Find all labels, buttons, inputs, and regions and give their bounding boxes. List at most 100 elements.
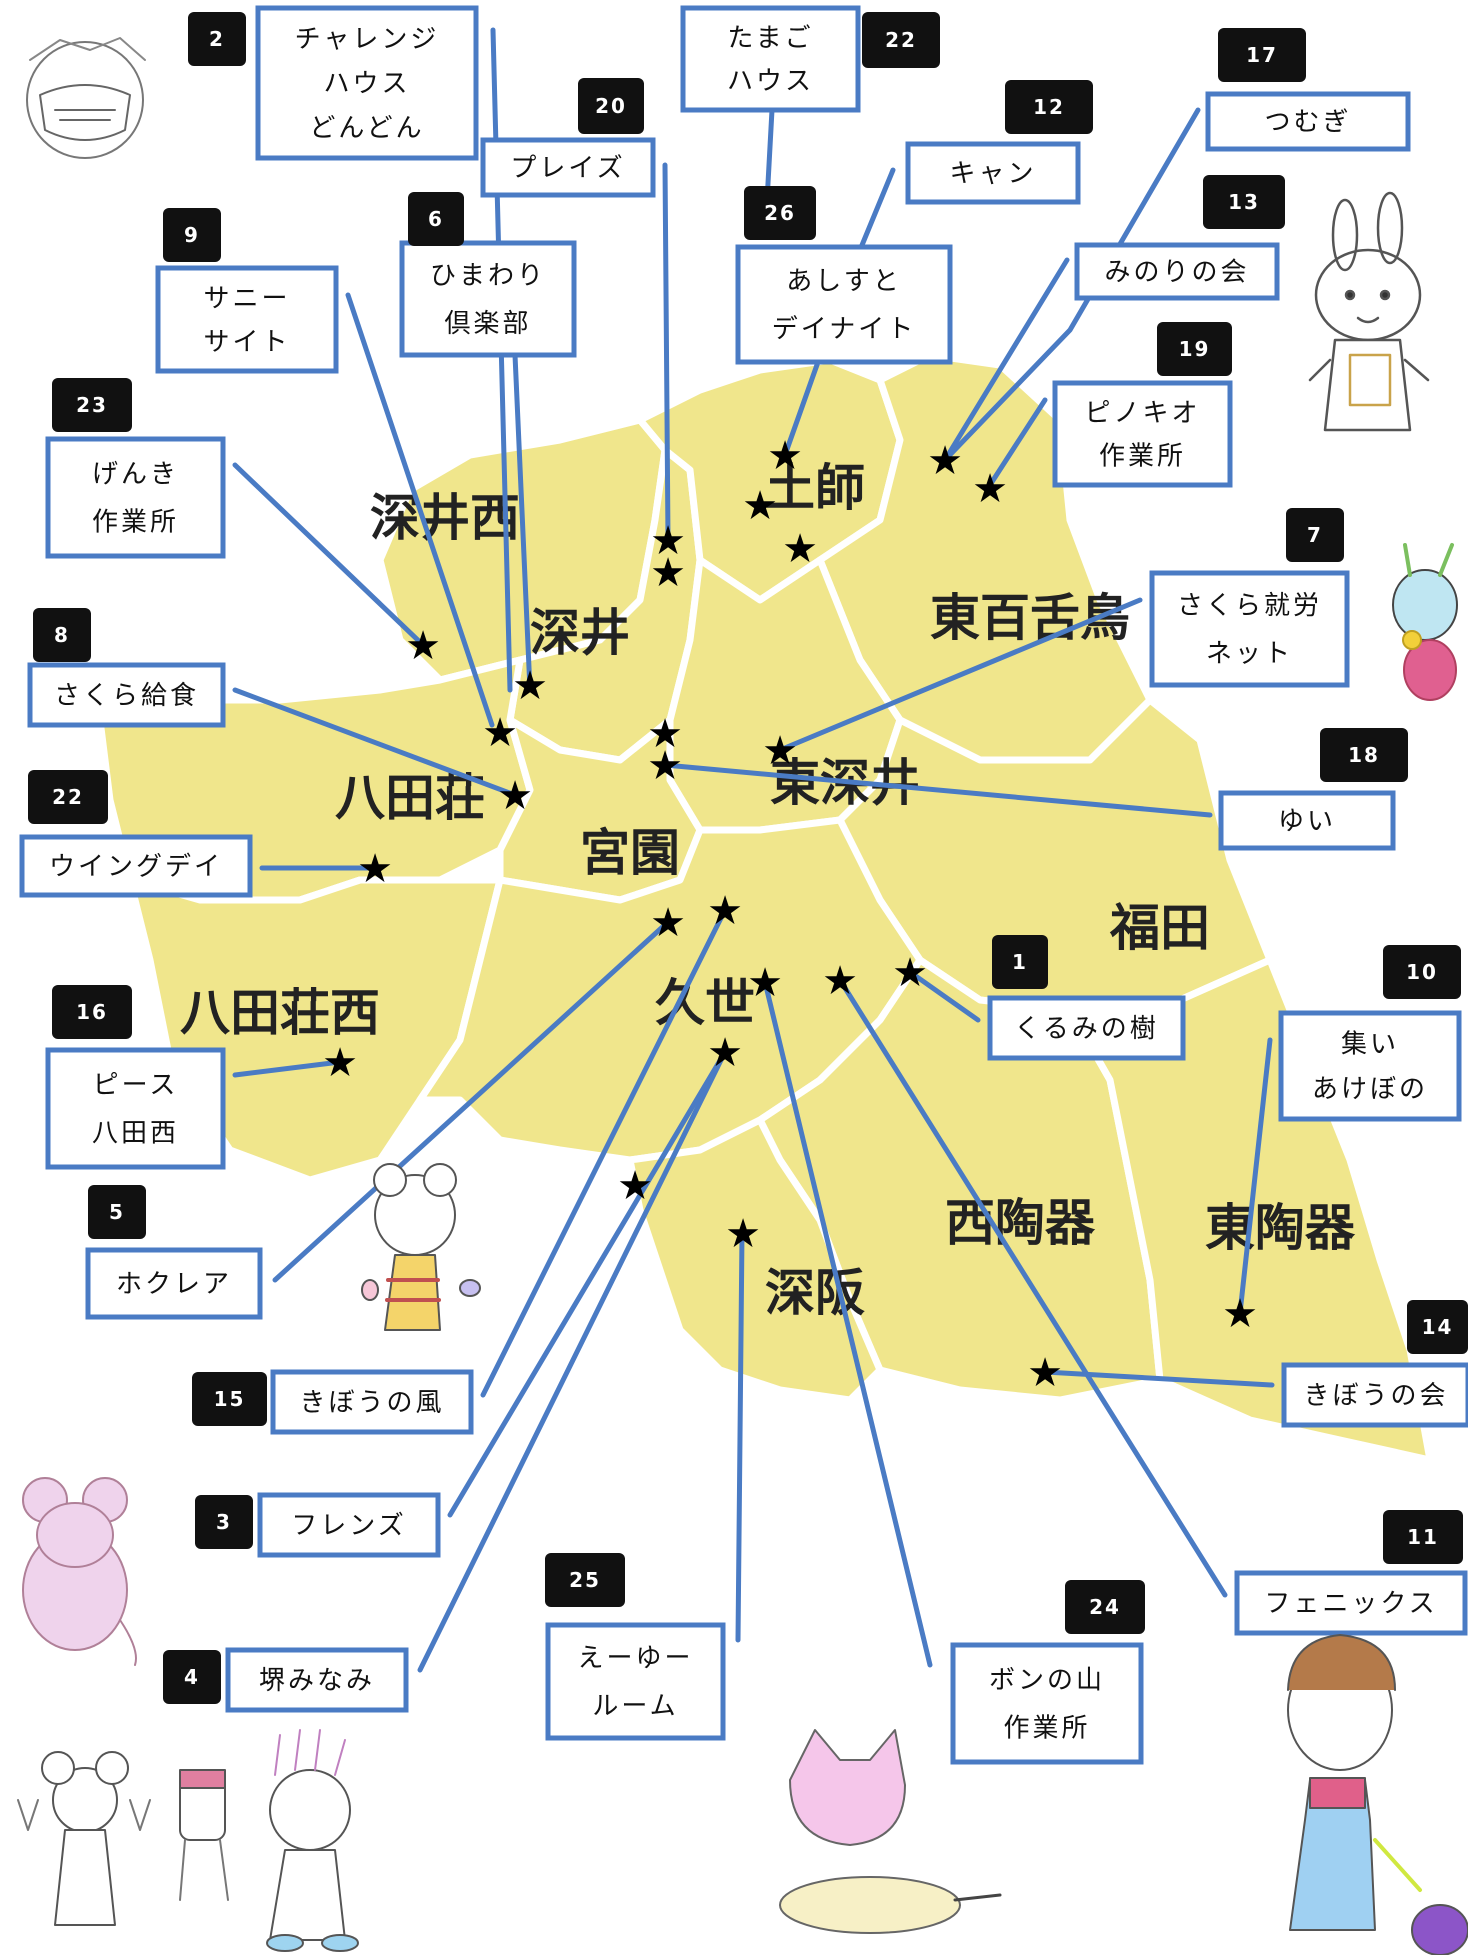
facility-box[interactable] bbox=[480, 137, 656, 198]
star-icon[interactable]: ★ bbox=[782, 526, 818, 572]
facility-name-line: 作業所 bbox=[92, 508, 179, 538]
facility-number: 10 bbox=[1406, 960, 1438, 984]
facility-box[interactable] bbox=[45, 436, 226, 559]
facility-number: 22 bbox=[52, 785, 84, 809]
facility-box[interactable] bbox=[257, 1492, 441, 1558]
facility-number: 8 bbox=[54, 623, 70, 647]
star-icon[interactable]: ★ bbox=[357, 846, 393, 892]
facility-box[interactable] bbox=[1278, 1010, 1462, 1122]
star-icon[interactable]: ★ bbox=[725, 1211, 761, 1257]
facility-box[interactable] bbox=[27, 662, 226, 728]
star-icon[interactable]: ★ bbox=[742, 483, 778, 529]
facility-box[interactable] bbox=[155, 265, 339, 374]
star-icon[interactable]: ★ bbox=[322, 1040, 358, 1086]
leader-line-f14 bbox=[1042, 1369, 1275, 1388]
star-icon[interactable]: ★ bbox=[497, 773, 533, 819]
facility-number-badge bbox=[192, 1372, 267, 1426]
star-icon[interactable]: ★ bbox=[405, 623, 441, 669]
star-icon[interactable]: ★ bbox=[707, 888, 743, 934]
star-icon[interactable]: ★ bbox=[650, 518, 686, 564]
facility-box[interactable] bbox=[255, 5, 479, 161]
facility-box[interactable] bbox=[1281, 1362, 1468, 1428]
facility-number-badge bbox=[1383, 945, 1461, 999]
star-icon[interactable]: ★ bbox=[650, 900, 686, 946]
star-icon[interactable]: ★ bbox=[650, 550, 686, 596]
star-icon[interactable]: ★ bbox=[647, 711, 683, 757]
facility-box[interactable] bbox=[987, 995, 1186, 1061]
facility-box[interactable] bbox=[19, 834, 253, 898]
star-icon[interactable]: ★ bbox=[972, 466, 1008, 512]
district-label-dosi: 土師 bbox=[765, 459, 865, 517]
star-icon[interactable]: ★ bbox=[927, 438, 963, 484]
facility-number: 1 bbox=[1012, 950, 1028, 974]
star-icon[interactable]: ★ bbox=[747, 960, 783, 1006]
star-icon[interactable]: ★ bbox=[707, 1030, 743, 1076]
star-icon[interactable]: ★ bbox=[1027, 1350, 1063, 1396]
facility-box[interactable] bbox=[1149, 570, 1350, 688]
facility-number-badge bbox=[1218, 28, 1306, 82]
star-icon[interactable]: ★ bbox=[617, 1163, 653, 1209]
facility-number-badge bbox=[1005, 80, 1093, 134]
district-label-higashi-toki: 東陶器 bbox=[1205, 1199, 1356, 1257]
facility-box[interactable] bbox=[399, 240, 577, 358]
facility-name-line: プレイズ bbox=[510, 154, 625, 184]
doodle-rabbit-top-right bbox=[1308, 191, 1430, 432]
facility-box[interactable] bbox=[905, 141, 1081, 205]
facility-name-line: あけぼの bbox=[1312, 1075, 1428, 1105]
facility-box[interactable] bbox=[225, 1647, 409, 1713]
star-icon[interactable]: ★ bbox=[1222, 1291, 1258, 1337]
facility-box[interactable] bbox=[1205, 91, 1411, 152]
district-label-fukai-nishi: 深井西 bbox=[370, 489, 520, 547]
facility-box[interactable] bbox=[1074, 242, 1280, 301]
facility-box[interactable] bbox=[85, 1247, 263, 1320]
star-icon[interactable]: ★ bbox=[482, 710, 518, 756]
star-icon[interactable]: ★ bbox=[767, 433, 803, 479]
facility-box[interactable] bbox=[1234, 1570, 1468, 1636]
facility-number-badge bbox=[1320, 728, 1408, 782]
star-icon[interactable]: ★ bbox=[822, 958, 858, 1004]
star-icon[interactable]: ★ bbox=[512, 663, 548, 709]
facility-box[interactable] bbox=[735, 244, 953, 365]
facility-box[interactable] bbox=[680, 5, 861, 113]
facility-box[interactable] bbox=[950, 1642, 1144, 1765]
star-icon[interactable]: ★ bbox=[762, 728, 798, 774]
character-hand-icon bbox=[269, 1769, 351, 1851]
leader-line-f9 bbox=[345, 292, 495, 728]
facility-box[interactable] bbox=[270, 1369, 474, 1435]
facility-name-line: ピース bbox=[93, 1071, 179, 1101]
facility-box[interactable] bbox=[1052, 380, 1233, 488]
star-icon[interactable]: ★ bbox=[892, 950, 928, 996]
facility-box[interactable] bbox=[1218, 790, 1396, 851]
facility-box[interactable] bbox=[545, 1622, 726, 1741]
facility-box[interactable] bbox=[45, 1047, 226, 1170]
star-icon[interactable]: ★ bbox=[647, 743, 683, 789]
leader-line-f11 bbox=[837, 977, 1228, 1598]
